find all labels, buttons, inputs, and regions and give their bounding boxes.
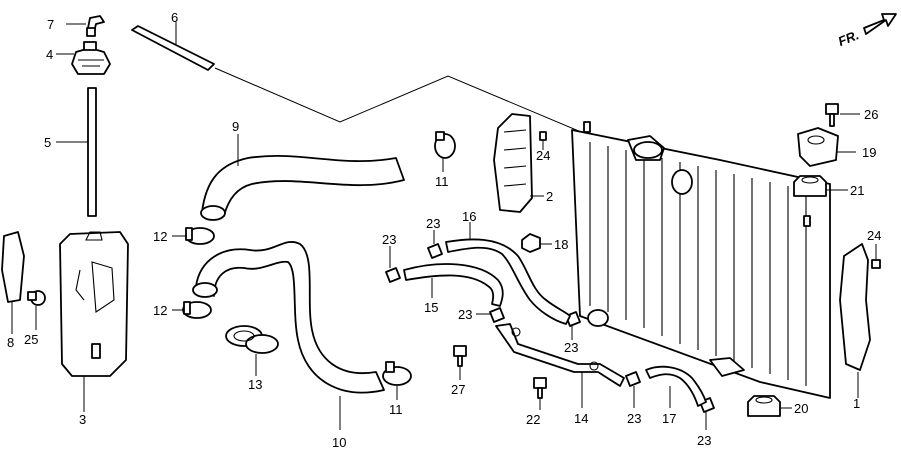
callout-19: 19: [862, 145, 876, 160]
callout-21: 21: [850, 183, 864, 198]
callout-13: 13: [248, 377, 262, 392]
part-23-clip-a: [385, 246, 401, 283]
callout-23-d: 23: [564, 340, 578, 355]
part-15-coolant-hose: [403, 263, 504, 307]
direction-label: FR.: [836, 27, 861, 49]
part-27-bolt: [453, 345, 467, 380]
part-23-clip-b: [427, 230, 443, 259]
callout-11-upper: 11: [435, 174, 449, 189]
arrow-icon: [863, 13, 897, 35]
part-9-upper-radiator-hose: [200, 134, 405, 221]
callout-5: 5: [44, 135, 51, 150]
part-11-hose-clamp-lower: [382, 361, 412, 400]
callout-23-b: 23: [426, 216, 440, 231]
callout-23-a: 23: [382, 232, 396, 247]
callout-numbers: 1 2 3 4 5 6 7 8 9 10 11 11 12 12 13 14 1…: [7, 10, 881, 450]
callout-15: 15: [424, 300, 438, 315]
callout-23-f: 23: [697, 433, 711, 448]
part-4-tank-cap: [56, 41, 111, 75]
callout-17: 17: [662, 411, 676, 426]
callout-9: 9: [232, 119, 239, 134]
callout-14: 14: [574, 411, 588, 426]
callout-1: 1: [853, 396, 860, 411]
part-10-lower-radiator-hose: [192, 241, 385, 430]
callout-23-c: 23: [458, 307, 472, 322]
part-5-tank-tube: [56, 87, 97, 217]
part-24-bolt-upper: [539, 131, 547, 150]
callout-11-lower: 11: [389, 402, 403, 417]
callout-24-upper: 24: [536, 148, 550, 163]
callout-2: 2: [546, 189, 553, 204]
part-12-hose-clamp-lower: [172, 301, 212, 319]
part-11-hose-clamp-upper: [434, 131, 456, 172]
callout-3: 3: [79, 412, 86, 427]
part-23-clip-c: [476, 307, 505, 323]
part-13-hose-clamp: [225, 325, 279, 376]
part-2-fan-shroud-bracket: [493, 113, 544, 213]
part-1-radiator: [571, 121, 859, 399]
callout-18: 18: [554, 237, 568, 252]
part-21-upper-cushion: [793, 175, 848, 197]
part-26-bolt: [825, 103, 860, 127]
hose-route-line: [214, 67, 701, 183]
part-3-reserve-tank: [59, 231, 129, 412]
callout-20: 20: [794, 401, 808, 416]
callout-10: 10: [332, 435, 346, 450]
part-12-hose-clamp-upper: [172, 227, 215, 245]
callout-22: 22: [526, 412, 540, 427]
part-18-hose-clamp: [521, 233, 552, 253]
part-14-water-pipe: [495, 323, 625, 408]
part-24-bolt-right: [871, 244, 881, 269]
part-6-bleed-hose: [131, 22, 215, 71]
callout-26: 26: [864, 107, 878, 122]
part-16-coolant-hose: [445, 222, 571, 325]
callout-25: 25: [24, 332, 38, 347]
part-20-lower-cushion: [747, 395, 792, 417]
part-25-bolt: [27, 290, 46, 330]
part-7-bleed-fitting: [66, 15, 105, 37]
front-direction-arrow: FR.: [836, 13, 897, 49]
part-22-bolt: [533, 377, 547, 410]
part-19-upper-mount: [797, 127, 856, 167]
callout-24-right: 24: [867, 228, 881, 243]
callout-12-upper: 12: [153, 229, 167, 244]
callout-12-lower: 12: [153, 303, 167, 318]
part-17-coolant-hose: [645, 365, 707, 408]
part-8-tank-bracket: [1, 231, 25, 334]
part-1-side-shroud: [839, 243, 871, 371]
callout-8: 8: [7, 335, 14, 350]
callout-4: 4: [46, 47, 53, 62]
callout-23-e: 23: [627, 411, 641, 426]
part-23-clip-e: [625, 371, 641, 408]
callout-27: 27: [451, 382, 465, 397]
callout-16: 16: [462, 209, 476, 224]
callout-7: 7: [47, 17, 54, 32]
callout-6: 6: [171, 10, 178, 25]
